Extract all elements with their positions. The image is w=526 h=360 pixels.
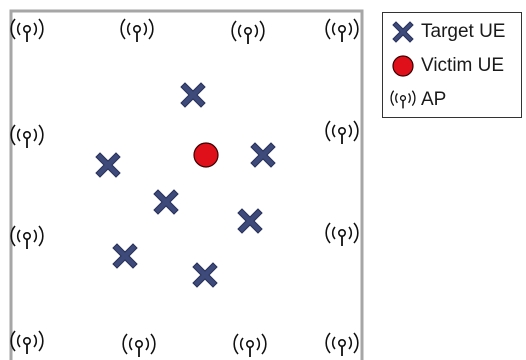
target-ue-x-icon <box>250 142 276 168</box>
target-ue-x-icon <box>192 262 218 288</box>
legend-row-victim: Victim UE <box>383 51 504 81</box>
legend-row-ap: AP <box>383 85 446 115</box>
antenna-icon <box>390 90 416 109</box>
red-circle-icon <box>392 55 414 77</box>
ap-icon <box>231 20 265 45</box>
legend-victim-label: Victim UE <box>421 55 505 76</box>
target-ue-x-icon <box>153 189 179 215</box>
coverage-area-frame <box>9 9 364 360</box>
ap-icon <box>325 332 359 357</box>
legend-target-label: Target UE <box>421 21 506 42</box>
ap-icon <box>325 222 359 247</box>
access-points <box>10 18 359 358</box>
victim-ue-circle-icon <box>193 142 219 168</box>
target-ue-x-icon <box>95 152 121 178</box>
target-ue-x-icon <box>180 82 206 108</box>
ap-icon <box>10 330 44 355</box>
ap-icon <box>10 225 44 250</box>
legend: Target UE Victim UE AP <box>382 12 522 118</box>
target-ue-x-icon <box>237 208 263 234</box>
ap-icon <box>325 120 359 145</box>
ap-icon <box>10 18 44 43</box>
target-ue-x-icon <box>112 243 138 269</box>
ap-icon <box>120 18 154 43</box>
target-ues <box>95 82 276 288</box>
x-cross-icon <box>392 21 414 43</box>
ap-icon <box>122 333 156 358</box>
ap-icon <box>233 333 267 358</box>
ap-icon <box>10 124 44 149</box>
legend-row-target: Target UE <box>383 17 505 47</box>
legend-ap-label: AP <box>421 89 447 110</box>
ap-icon <box>325 18 359 43</box>
